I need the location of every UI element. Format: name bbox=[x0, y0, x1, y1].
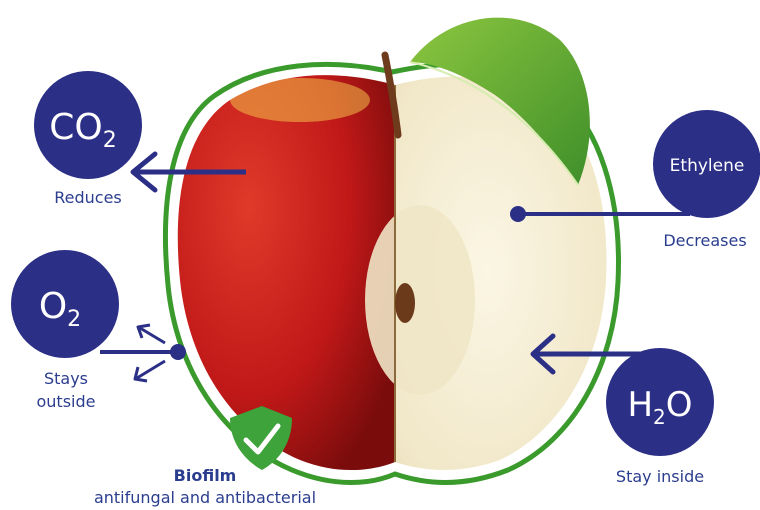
h2o-pre: H bbox=[627, 385, 653, 425]
h2o-sub: 2 bbox=[653, 405, 666, 429]
o2-caption-line1: Stays bbox=[8, 369, 124, 388]
o2-sub: 2 bbox=[67, 307, 81, 332]
ethylene-caption: Decreases bbox=[650, 231, 760, 250]
ethylene-text: Ethylene bbox=[670, 156, 745, 176]
apple-core bbox=[365, 205, 475, 395]
o2-caption-line2: outside bbox=[8, 392, 124, 411]
biofilm-subtitle: antifungal and antibacterial bbox=[40, 488, 370, 507]
co2-base: CO bbox=[49, 107, 102, 148]
h2o-caption: Stay inside bbox=[596, 467, 724, 486]
o2-base: O bbox=[39, 286, 67, 327]
o2-arrow-dot bbox=[170, 344, 186, 360]
biofilm-title: Biofilm bbox=[150, 466, 260, 485]
h2o-circle bbox=[606, 348, 714, 456]
apple-highlight bbox=[230, 78, 370, 122]
o2-deflect-up-line bbox=[140, 328, 165, 343]
shield-check-icon bbox=[230, 406, 292, 470]
ethylene-dot bbox=[510, 206, 526, 222]
co2-sub: 2 bbox=[103, 128, 117, 153]
co2-caption: Reduces bbox=[30, 188, 146, 207]
o2-indicator: O2 bbox=[11, 250, 186, 381]
apple-seed bbox=[395, 283, 415, 323]
h2o-post: O bbox=[666, 385, 693, 425]
o2-deflect-down-line bbox=[137, 361, 165, 378]
